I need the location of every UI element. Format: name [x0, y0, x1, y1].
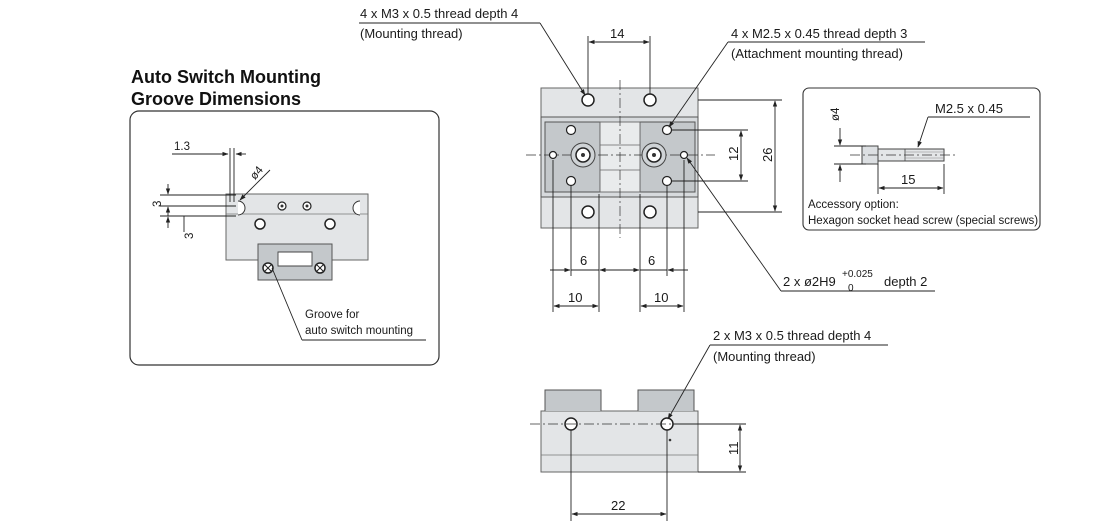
accessory-dim-phi4: ø4 — [830, 107, 842, 121]
top-view: 4 x M3 x 0.5 thread depth 4 (Mounting th… — [359, 6, 935, 312]
callout-pin-tol-upper: +0.025 — [842, 269, 873, 280]
dim-11: 11 — [726, 442, 741, 456]
callout-pin-suffix: depth 2 — [884, 274, 927, 289]
inset-dim-3-bottom: 3 — [184, 233, 196, 239]
inset-frame — [129, 110, 440, 366]
callout-m2-5-line1: 4 x M2.5 x 0.45 thread depth 3 — [731, 26, 907, 41]
callout-pin-tol-lower: 0 — [848, 283, 854, 294]
side-view: 2 x M3 x 0.5 thread depth 4 (Mounting th… — [530, 328, 888, 521]
inset-gripper-body — [225, 193, 369, 281]
dim-6-right: 6 — [648, 253, 655, 268]
inset-dim-phi4: ø4 — [248, 164, 266, 182]
inset-panel: Auto Switch Mounting Groove Dimensions — [129, 67, 440, 366]
m2-5-hole — [565, 175, 577, 187]
inset-hole — [254, 218, 266, 230]
m2-5-hole — [565, 124, 577, 136]
callout-m2-5-line2: (Attachment mounting thread) — [731, 46, 903, 61]
callout-m3-line2: (Mounting thread) — [360, 26, 463, 41]
accessory-dim-15: 15 — [901, 172, 915, 187]
inset-dim-3-top: 3 — [152, 201, 164, 207]
inset-hole — [324, 218, 336, 230]
inset-dimensions: 1.3 ø4 3 3 Groove for auto switch mounti… — [152, 141, 426, 341]
callout-m3-line1: 4 x M3 x 0.5 thread depth 4 — [360, 6, 518, 21]
dim-6-left: 6 — [580, 253, 587, 268]
inset-groove-label-line2: auto switch mounting — [305, 325, 413, 337]
m2-5-hole — [661, 124, 673, 136]
side-callout-line1: 2 x M3 x 0.5 thread depth 4 — [713, 328, 871, 343]
m3-hole — [581, 205, 595, 219]
m3-hole — [643, 205, 657, 219]
dim-22: 22 — [611, 498, 625, 513]
m3-hole — [643, 93, 657, 107]
dim-26: 26 — [760, 148, 775, 162]
accessory-screw-label: M2.5 x 0.45 — [935, 101, 1003, 116]
accessory-panel: ø4 M2.5 x 0.45 15 Accessory option: Hexa… — [802, 87, 1041, 231]
side-view-body — [540, 410, 699, 473]
side-callout-line2: (Mounting thread) — [713, 349, 816, 364]
pin-hole — [548, 150, 558, 160]
accessory-note-line1: Accessory option: — [808, 199, 899, 211]
m3-hole — [581, 93, 595, 107]
inset-dim-1-3: 1.3 — [174, 141, 190, 153]
m2-5-hole — [661, 175, 673, 187]
dim-10-right: 10 — [654, 290, 668, 305]
inset-groove-label-line1: Groove for — [305, 309, 359, 321]
dim-14: 14 — [610, 26, 624, 41]
callout-pin-prefix: 2 x ø2H9 — [783, 274, 836, 289]
pin-hole — [679, 150, 689, 160]
inset-title-line1: Auto Switch Mounting — [131, 67, 321, 87]
dim-10-left: 10 — [568, 290, 582, 305]
dim-12: 12 — [726, 147, 741, 161]
accessory-note-line2: Hexagon socket head screw (special screw… — [808, 215, 1038, 227]
accessory-frame — [802, 87, 1041, 231]
inset-title-line2: Groove Dimensions — [131, 89, 301, 109]
